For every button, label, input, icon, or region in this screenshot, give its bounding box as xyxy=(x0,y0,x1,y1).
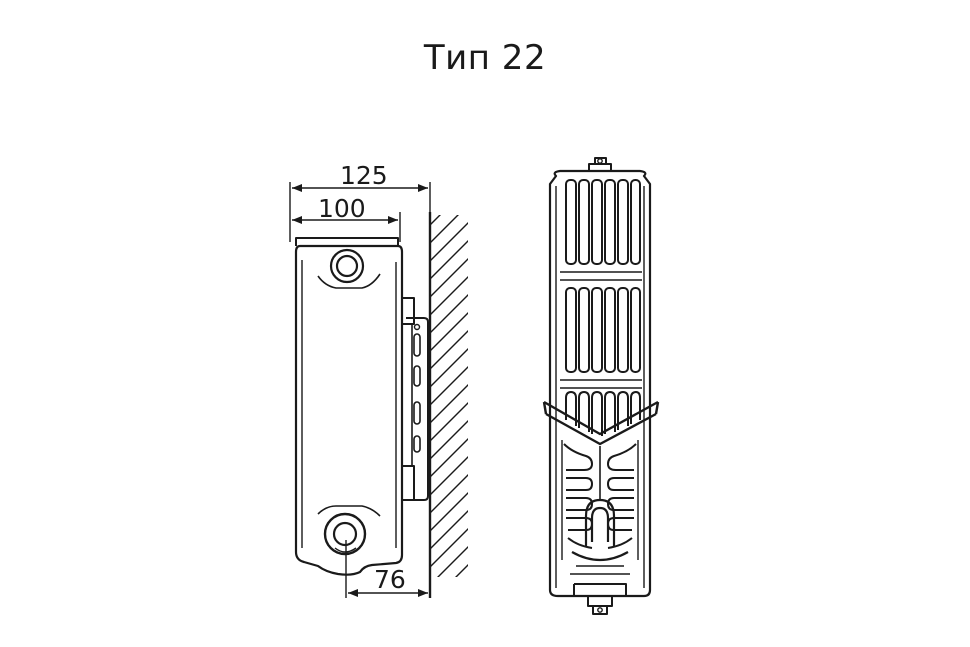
radiator-body xyxy=(294,244,404,576)
front-housing xyxy=(548,169,652,598)
front-section-view xyxy=(542,157,660,615)
upper-fins xyxy=(560,179,642,281)
side-view: 125 100 76 xyxy=(289,161,468,598)
section-cut-line xyxy=(542,400,660,446)
wall-bracket xyxy=(401,297,429,501)
diagram-title: Тип 22 xyxy=(423,38,547,78)
label-76: 76 xyxy=(374,565,406,594)
top-connection-port xyxy=(329,248,365,284)
label-125: 125 xyxy=(340,161,388,190)
top-cover xyxy=(295,237,399,246)
wall-hatching xyxy=(430,215,468,577)
center-fitting xyxy=(570,498,630,575)
middle-fins xyxy=(560,287,642,389)
dimension-100 xyxy=(292,216,398,224)
top-plug xyxy=(588,157,612,171)
bottom-plug xyxy=(573,583,627,615)
bottom-connection-port xyxy=(323,512,367,556)
label-100: 100 xyxy=(318,194,366,223)
dimension-76 xyxy=(348,589,428,597)
lower-fins xyxy=(565,391,641,436)
dimension-125 xyxy=(292,184,428,192)
section-profile xyxy=(561,440,639,560)
